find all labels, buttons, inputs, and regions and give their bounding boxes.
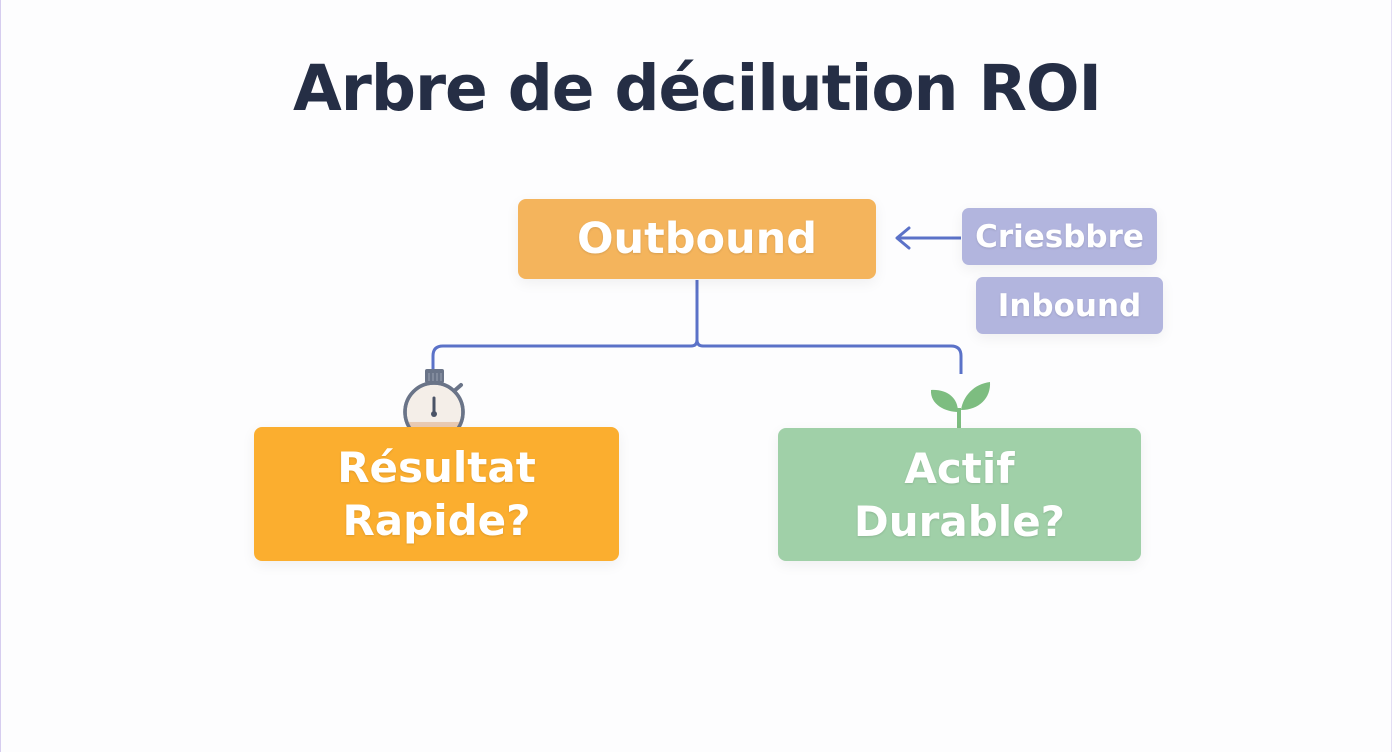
side-node-label: Inbound [997, 287, 1142, 324]
sprout-icon [930, 382, 991, 428]
root-node-label: Outbound [576, 214, 818, 264]
connector-left-branch [431, 339, 699, 372]
page-title: Arbre de décilution ROI [293, 52, 1102, 125]
arrow-head-icon [895, 226, 911, 250]
side-node-inbound[interactable]: Inbound [976, 277, 1163, 334]
side-node-criesbbre[interactable]: Criesbbre [962, 208, 1157, 265]
side-node-label: Criesbbre [975, 218, 1144, 255]
branch-node-line2: Rapide? [342, 496, 531, 545]
root-node-outbound[interactable]: Outbound [518, 199, 876, 279]
connector-right-branch [695, 339, 963, 374]
branch-node-line1: Résultat [337, 443, 536, 492]
branch-node-line1: Actif [904, 443, 1015, 493]
branch-node-actif-durable[interactable]: Actif Durable? [778, 428, 1141, 561]
branch-node-resultat-rapide[interactable]: Résultat Rapide? [254, 427, 619, 561]
branch-node-line2: Durable? [853, 496, 1066, 546]
stopwatch-icon [403, 369, 465, 443]
